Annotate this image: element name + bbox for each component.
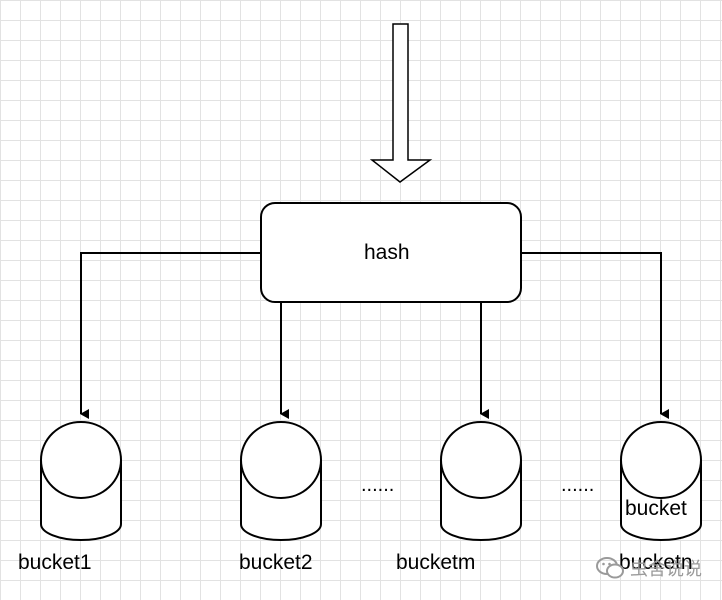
bucketn-inner-label: bucket <box>625 497 687 520</box>
watermark: 虫舍说说 <box>596 551 722 585</box>
bucket1-cylinder <box>40 421 122 541</box>
connector-bucketn <box>521 252 669 419</box>
ellipsis-left: ...... <box>361 474 395 496</box>
watermark-text: 虫舍说说 <box>630 559 702 580</box>
bucketn-label: bucketn <box>619 551 693 574</box>
input-arrow <box>369 23 433 183</box>
connector-bucket1 <box>80 252 261 419</box>
bucket1-label: bucket1 <box>18 551 92 574</box>
bucketm-cylinder <box>440 421 522 541</box>
ellipsis-right: ...... <box>561 474 595 496</box>
bucketn-cylinder <box>620 421 702 541</box>
hash-label: hash <box>364 241 410 264</box>
wechat-bubble-icon <box>596 557 624 579</box>
bucket2-label: bucket2 <box>239 551 313 574</box>
bucketm-label: bucketm <box>396 551 476 574</box>
bucket2-cylinder <box>240 421 322 541</box>
